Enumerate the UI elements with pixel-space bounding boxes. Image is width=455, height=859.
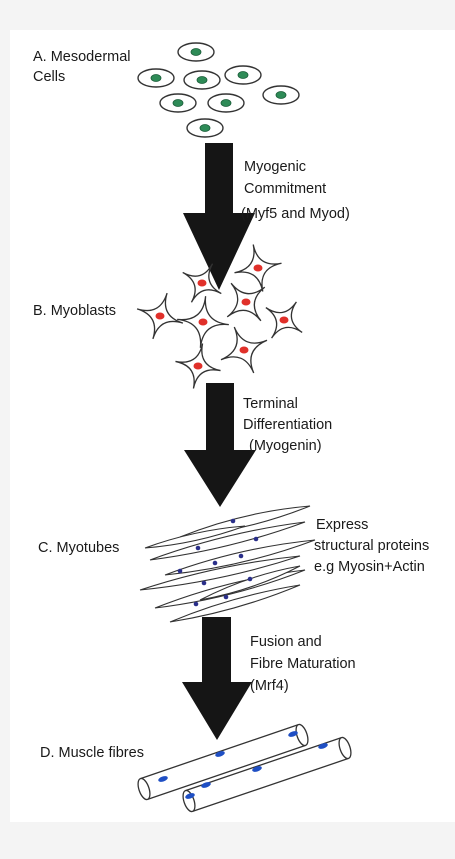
transition-2-line-1: Terminal: [243, 396, 298, 412]
transition-2-line-3: (Myogenin): [249, 438, 322, 454]
myotube-cell: [169, 584, 301, 623]
fibre-nucleus: [288, 731, 298, 737]
transition-2-line-2: Differentiation: [243, 417, 333, 433]
arrow-maturation: [182, 617, 252, 740]
transition-1-line-3: (Myf5 and Myod): [241, 206, 350, 222]
fibre-nucleus: [185, 793, 195, 799]
myotube-nucleus: [253, 536, 259, 542]
mesodermal-nucleus: [172, 99, 184, 107]
fibre-nucleus: [158, 776, 168, 782]
arrow-differentiation: [184, 383, 256, 507]
annotation-line-2: structural proteins: [314, 538, 430, 554]
mesodermal-nucleus: [196, 76, 208, 84]
myoblasts: [136, 244, 303, 389]
myotube-cell: [149, 521, 306, 561]
myotube-nucleus: [223, 594, 229, 600]
myoblast-nucleus: [253, 264, 263, 272]
fibre-end-cap: [137, 777, 151, 801]
fibre-end-cap: [338, 736, 352, 760]
myoblast-nucleus: [193, 362, 203, 370]
mesodermal-nucleus: [237, 71, 249, 79]
mesodermal-nucleus: [275, 91, 287, 99]
transition-3-line-2: Fibre Maturation: [250, 656, 356, 672]
myoblast-nucleus: [241, 298, 251, 306]
myotube-nucleus: [177, 568, 183, 574]
myotube-cell: [199, 565, 301, 601]
myotube-nucleus: [193, 601, 199, 607]
myotube-nucleus: [212, 560, 218, 566]
fibre-nucleus: [201, 782, 211, 788]
mesodermal-nucleus: [190, 48, 202, 56]
myoblast-nucleus: [197, 279, 207, 287]
myotube-nucleus: [195, 545, 201, 551]
fibre-end-cap: [295, 723, 309, 747]
transition-1-line-2: Commitment: [244, 181, 327, 197]
myotubes: [139, 505, 316, 623]
myoblast-nucleus: [198, 318, 208, 326]
fibre-outline: [140, 723, 306, 801]
transition-3-line-1: Fusion and: [250, 634, 322, 650]
annotation-line-1: Express: [316, 517, 369, 533]
arrows-group: [182, 143, 256, 740]
muscle-fibres: [137, 723, 352, 813]
myoblast-nucleus: [279, 316, 289, 324]
myotube-cell: [144, 525, 246, 549]
stage-a-label-line2: Cells: [33, 69, 66, 85]
fibre-nucleus: [252, 766, 262, 772]
mesodermal-nucleus: [199, 124, 211, 132]
myotube-nucleus: [201, 580, 207, 586]
stage-b-label: B. Myoblasts: [33, 303, 116, 319]
fibre-nucleus: [215, 751, 225, 757]
mesodermal-nucleus: [220, 99, 232, 107]
annotation-line-3: e.g Myosin+Actin: [314, 559, 425, 575]
mesodermal-cells: [137, 42, 300, 138]
myotube-nucleus: [247, 576, 253, 582]
myotube-cell: [139, 555, 301, 591]
myoblast-nucleus: [239, 346, 249, 354]
fibre-end-cap: [182, 789, 196, 813]
myotube-nucleus: [230, 518, 236, 524]
stage-d-label: D. Muscle fibres: [40, 745, 144, 761]
transition-1-line-1: Myogenic: [244, 159, 307, 175]
stage-c-label: C. Myotubes: [38, 540, 120, 556]
transition-3-line-3: (Mrf4): [250, 678, 289, 694]
myotube-nucleus: [238, 553, 244, 559]
fibre-nucleus: [318, 743, 328, 749]
fibre-outline: [185, 736, 349, 813]
mesodermal-nucleus: [150, 74, 162, 82]
arrow-commitment: [183, 143, 255, 290]
stage-a-label: A. Mesodermal: [33, 49, 131, 65]
myoblast-nucleus: [155, 312, 165, 320]
